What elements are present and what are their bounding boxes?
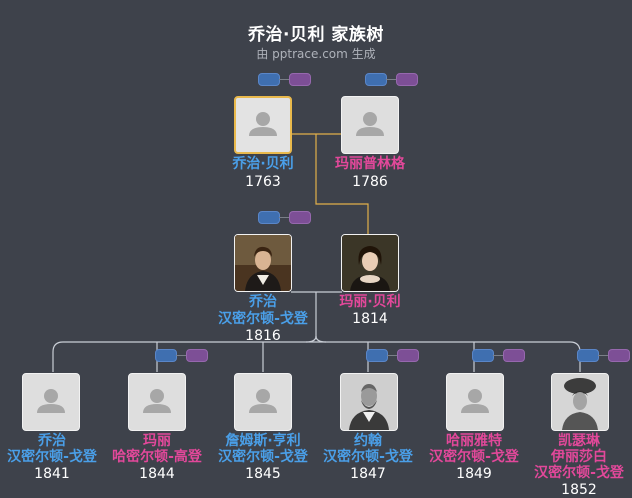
avatar-placeholder-icon[interactable] (234, 373, 292, 431)
male-tag-icon[interactable] (472, 349, 494, 362)
person-birth-year: 1844 (139, 466, 175, 482)
person-name: 詹姆斯·亨利 (225, 433, 301, 449)
person-name: 汉密尔顿-戈登 (7, 449, 97, 465)
person-name: 乔治 (249, 294, 277, 310)
tag-connector (279, 217, 290, 218)
person-birth-year: 1786 (352, 174, 388, 190)
female-tag-icon[interactable] (289, 211, 311, 224)
person-name: 乔治·贝利 (232, 156, 294, 172)
female-tag-icon[interactable] (396, 73, 418, 86)
page-subtitle: 由 pptrace.com 生成 (256, 47, 376, 61)
tag-connector (386, 79, 397, 80)
portrait-photo[interactable] (234, 234, 292, 292)
person-name: 伊丽莎白 (551, 449, 607, 465)
person-name: 哈丽雅特 (446, 433, 502, 449)
person-name: 汉密尔顿-戈登 (218, 311, 308, 327)
male-tag-icon[interactable] (155, 349, 177, 362)
person-name: 玛丽 (143, 433, 171, 449)
person-name: 汉密尔顿-戈登 (323, 449, 413, 465)
avatar-placeholder-icon[interactable] (446, 373, 504, 431)
person-name: 汉密尔顿-戈登 (429, 449, 519, 465)
female-tag-icon[interactable] (397, 349, 419, 362)
person-birth-year: 1763 (245, 174, 281, 190)
person-name: 凯瑟琳 (558, 433, 600, 449)
male-tag-icon[interactable] (577, 349, 599, 362)
person-name: 玛丽·贝利 (339, 294, 401, 310)
portrait-photo[interactable] (551, 373, 609, 431)
person-name: 乔治 (38, 433, 66, 449)
female-tag-icon[interactable] (186, 349, 208, 362)
avatar-placeholder-icon[interactable] (22, 373, 80, 431)
person-name: 汉密尔顿-戈登 (218, 449, 308, 465)
person-birth-year: 1852 (561, 482, 597, 498)
female-tag-icon[interactable] (503, 349, 525, 362)
avatar-placeholder-icon[interactable] (128, 373, 186, 431)
person-name: 哈密尔顿-高登 (112, 449, 202, 465)
tag-connector (493, 355, 504, 356)
female-tag-icon[interactable] (608, 349, 630, 362)
male-tag-icon[interactable] (258, 73, 280, 86)
link-parent-to-child (315, 134, 369, 236)
person-birth-year: 1814 (352, 311, 388, 327)
male-tag-icon[interactable] (365, 73, 387, 86)
person-name: 汉密尔顿-戈登 (534, 465, 624, 481)
tag-connector (279, 79, 290, 80)
male-tag-icon[interactable] (366, 349, 388, 362)
person-birth-year: 1847 (350, 466, 386, 482)
person-name: 约翰 (354, 433, 382, 449)
tag-connector (598, 355, 609, 356)
portrait-photo[interactable] (340, 373, 398, 431)
person-name: 玛丽普林格 (335, 156, 405, 172)
avatar-placeholder-icon[interactable] (234, 96, 292, 154)
person-birth-year: 1845 (245, 466, 281, 482)
tag-connector (387, 355, 398, 356)
male-tag-icon[interactable] (258, 211, 280, 224)
portrait-photo[interactable] (341, 234, 399, 292)
person-birth-year: 1849 (456, 466, 492, 482)
person-birth-year: 1841 (34, 466, 70, 482)
female-tag-icon[interactable] (289, 73, 311, 86)
link-children-join (305, 335, 327, 343)
avatar-placeholder-icon[interactable] (341, 96, 399, 154)
person-birth-year: 1816 (245, 328, 281, 344)
link-children-bar (52, 341, 581, 372)
page-title: 乔治·贝利 家族树 (248, 25, 384, 45)
tag-connector (176, 355, 187, 356)
